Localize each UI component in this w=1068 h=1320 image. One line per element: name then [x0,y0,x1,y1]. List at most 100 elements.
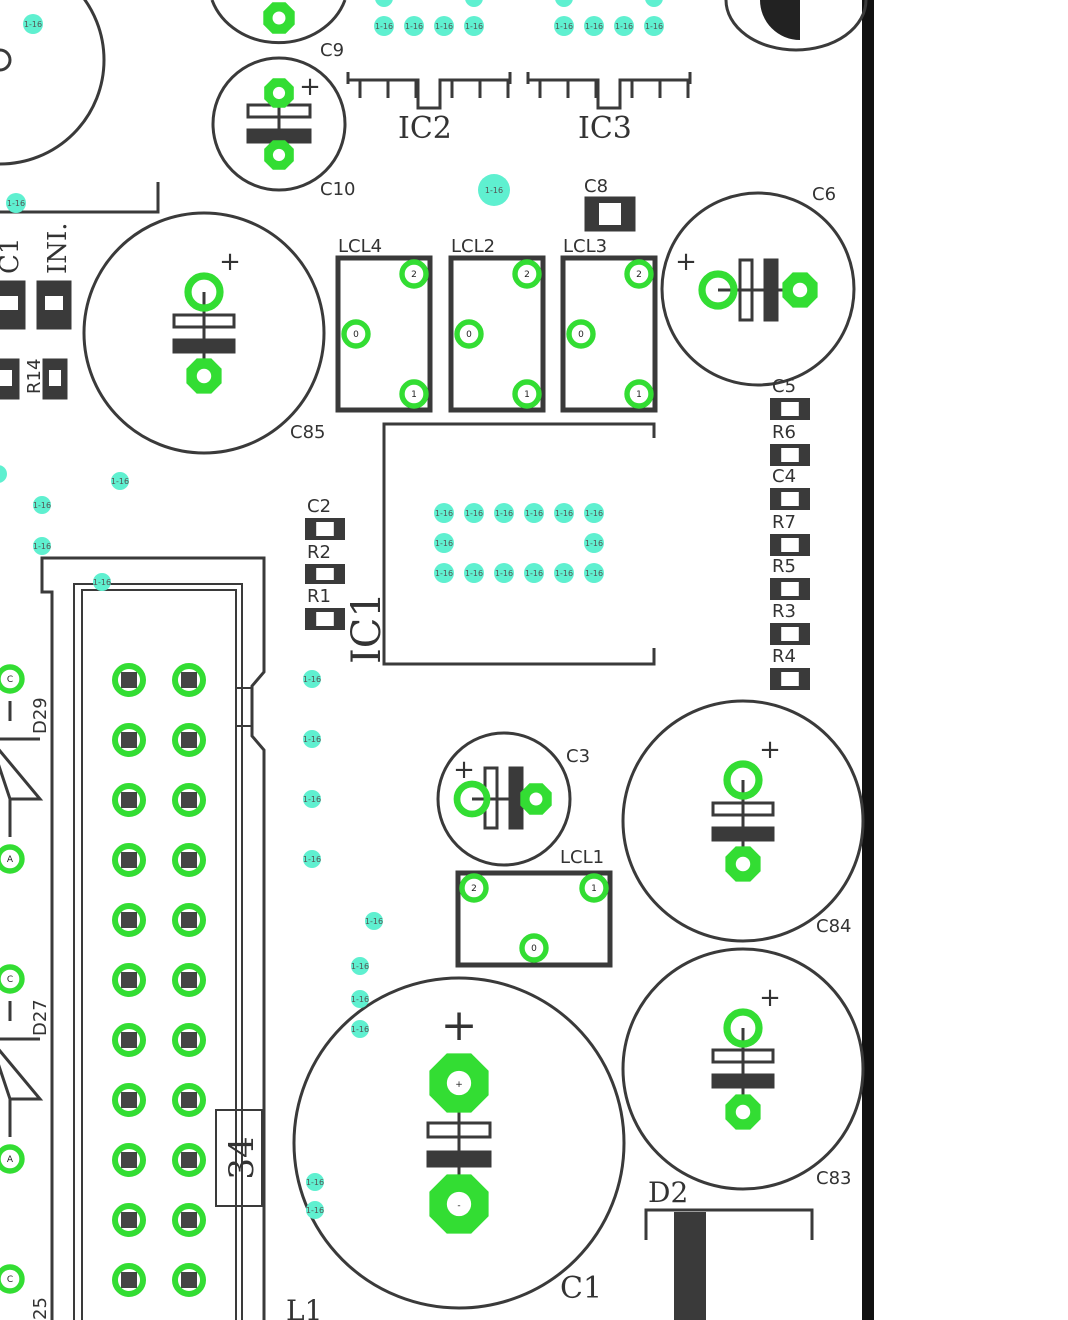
via-l-1 [111,472,129,490]
top-left-outline [0,182,160,214]
ic2-via-0 [374,16,394,36]
r5-center [781,582,799,596]
ic1-outline [382,422,656,666]
via-mid-0-label: 1-16 [303,675,321,684]
connector-outer [40,556,266,1320]
lcl2-outline [448,255,546,413]
connector-key [235,687,253,727]
via-mid-8 [306,1173,324,1191]
ic2-via-3 [464,16,484,36]
connector-pin-marker [215,1109,263,1207]
c85-label: C85 [290,422,325,443]
connector-pin-a-0-square [121,672,137,688]
ic1-via-row2-0 [434,533,454,553]
connector-pin-a-5-square [121,972,137,988]
via-l-3 [33,537,51,555]
c6-label: C6 [812,184,836,205]
lcl4-pad-1 [399,379,429,409]
ic2-via-1 [404,16,424,36]
via-l-1-label: 1-16 [111,477,129,486]
lcl1-pad-1-label: 1 [591,884,597,894]
lcl4-pad-2-label: 2 [411,270,417,280]
c3-outline [436,731,572,867]
connector-inner-2 [81,589,237,1320]
connector-pin-number: 34 [222,1136,262,1179]
c84-plus-mark: + [759,735,781,765]
ic1-via-row1-3-label: 1-16 [525,509,543,518]
connector-pin-b-10-square [181,1272,197,1288]
connector-pin-a-3 [112,843,146,877]
via-l-2-label: 1-16 [33,501,51,510]
connector-pin-b-3-square [181,852,197,868]
via-l-3-label: 1-16 [33,542,51,551]
lcl2-label: LCL2 [451,236,495,257]
lcl3-label: LCL3 [563,236,607,257]
ic2-via-2-label: 1-16 [435,22,453,31]
lcl1-outline [455,870,613,968]
c1-pad-minus-label: - [457,1201,460,1211]
board-edge [862,0,874,1320]
ic1-via-row1-0 [434,503,454,523]
connector-pin-b-4-square [181,912,197,928]
via-mid-5 [351,957,369,975]
via-mid-2 [303,790,321,808]
ic1-via-row1-0-label: 1-16 [435,509,453,518]
lcl3-outline [560,255,658,413]
via-mid-8-label: 1-16 [306,1178,324,1187]
c1-pad-plus-hole [446,1070,472,1096]
ic1-via-row1-4 [554,503,574,523]
via-mid-7 [351,1020,369,1038]
r2-center [316,568,334,580]
c10-label: C10 [320,179,355,200]
c2-center [316,522,334,536]
r1-label: R1 [307,586,331,607]
free-via-ic-top [478,174,510,206]
ic1-via-row3-3 [524,563,544,583]
c83-label: C83 [816,1168,851,1189]
ini-body [36,280,72,330]
via-mid-2-label: 1-16 [303,795,321,804]
c10-plus-mark: + [299,72,321,102]
c1-outline [292,976,626,1310]
ic1-via-row1-4-label: 1-16 [555,509,573,518]
lcl1-pad-0-label: 0 [531,944,537,954]
ic1-via-row1-2-label: 1-16 [495,509,513,518]
via-edge-partial [0,465,7,483]
c85-pad-a [184,272,224,312]
ic2-via-2 [434,16,454,36]
connector-pin-b-9 [172,1203,206,1237]
connector-pin-b-9-square [181,1212,197,1228]
ic3-via-3 [644,16,664,36]
c4-label: C4 [772,466,796,487]
lcl2-pad-1-label: 1 [524,390,530,400]
d27-pad-a [0,1144,25,1174]
d29-label: D29 [30,697,51,734]
c6-pad-b-hole [792,282,808,298]
c83-plus-mark: + [759,983,781,1013]
d25-pad-c-label: C [7,1275,13,1285]
via-mid-3-label: 1-16 [303,855,321,864]
lcl3-pad-1-label: 1 [636,390,642,400]
c5-label: C5 [772,376,796,397]
lcl1-pad-0 [519,933,549,963]
lcl2-pad-2 [512,259,542,289]
connector-pin-a-3-square [121,852,137,868]
r4-label: R4 [772,646,796,667]
ic2-via-0-label: 1-16 [375,22,393,31]
connector-pin-b-10 [172,1263,206,1297]
ic1-via-row3-3-label: 1-16 [525,569,543,578]
ic3-outline [528,78,690,110]
c85-plus-mark: + [219,247,241,277]
d29-body [0,748,44,801]
c1-plus-mark: + [441,1000,478,1051]
ic2-outline [348,78,510,110]
lcl2-pad-2-label: 2 [524,270,530,280]
via-mid-1-label: 1-16 [303,735,321,744]
ic1-via-row3-0-label: 1-16 [435,569,453,578]
ic1-via-row3-2 [494,563,514,583]
ic1-via-row1-5-label: 1-16 [585,509,603,518]
connector-pin-a-0 [112,663,146,697]
c2-label: C2 [307,496,331,517]
ic2-via-1-label: 1-16 [405,22,423,31]
